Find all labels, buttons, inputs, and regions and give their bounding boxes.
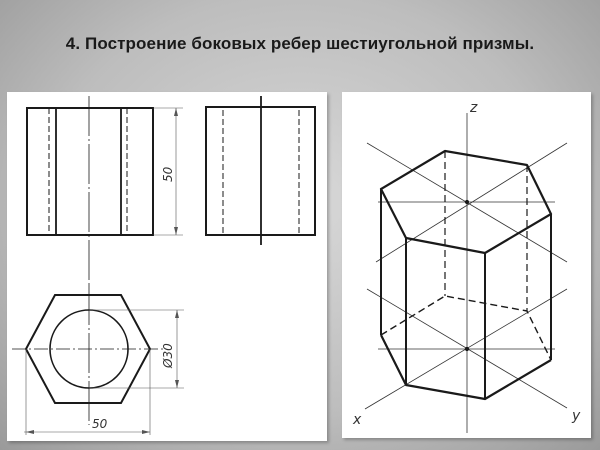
height-dimension-label: 50 bbox=[161, 166, 175, 182]
front-view bbox=[26, 96, 183, 285]
isometric-prism bbox=[379, 149, 553, 401]
diameter-dimension-label: Ø30 bbox=[161, 343, 175, 369]
width-dimension-label: 50 bbox=[92, 417, 108, 431]
isometric-drawing-panel bbox=[342, 92, 591, 438]
slide-title: 4. Построение боковых ребер шестиугольно… bbox=[65, 34, 535, 53]
y-axis-label: y bbox=[571, 408, 581, 424]
x-axis-label: x bbox=[352, 412, 362, 428]
z-axis-label: z bbox=[469, 100, 478, 116]
side-view bbox=[205, 96, 316, 245]
isometric-axes bbox=[364, 113, 568, 433]
top-view bbox=[12, 285, 184, 435]
orthographic-drawing-panel bbox=[7, 92, 327, 441]
